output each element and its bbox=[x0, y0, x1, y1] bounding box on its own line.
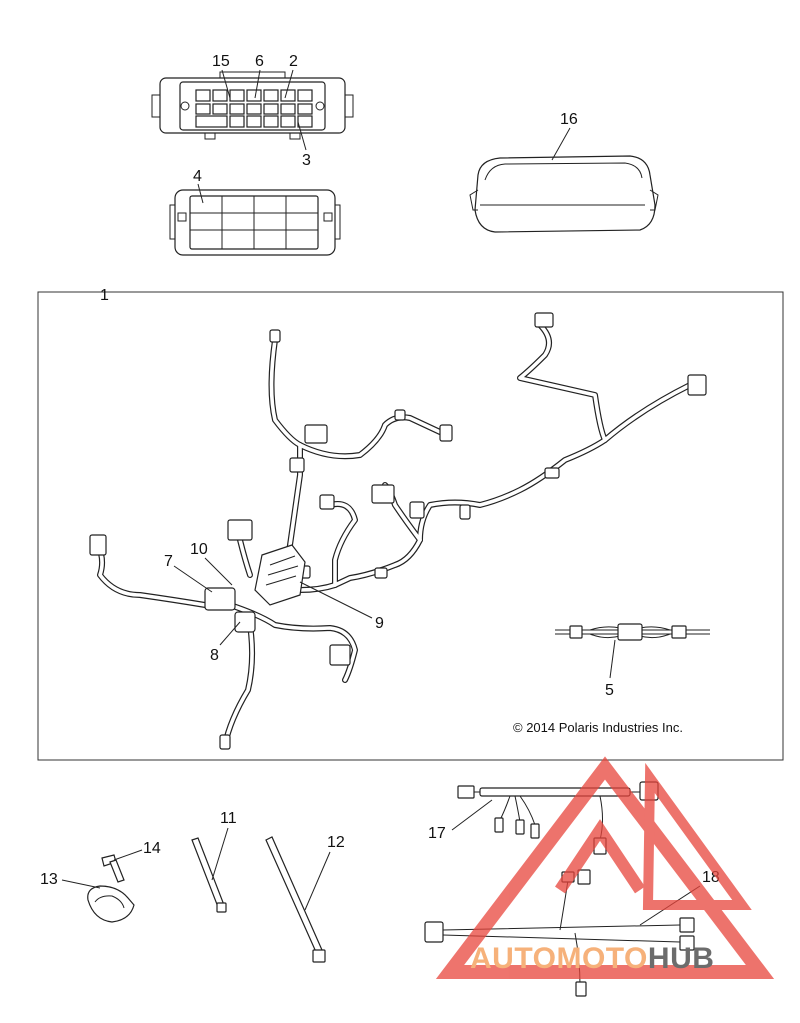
svg-text:15: 15 bbox=[212, 53, 230, 70]
svg-text:4: 4 bbox=[193, 168, 202, 185]
callout-3: 3 bbox=[297, 121, 311, 169]
svg-text:12: 12 bbox=[327, 834, 345, 851]
fuse-box-label bbox=[169, 189, 341, 256]
copyright-notice: © 2014 Polaris Industries Inc. bbox=[513, 720, 683, 735]
callout-9: 9 bbox=[299, 581, 384, 632]
callout-2: 2 bbox=[284, 53, 298, 99]
svg-text:8: 8 bbox=[210, 647, 219, 664]
svg-text:14: 14 bbox=[143, 840, 161, 857]
svg-text:10: 10 bbox=[190, 541, 208, 558]
watermark-text: AUTOMOTOHUB bbox=[470, 942, 714, 975]
svg-text:AUTOMOTOHUB: AUTOMOTOHUB bbox=[470, 942, 714, 975]
watermark-part-moto: MOTO bbox=[556, 942, 647, 975]
svg-text:17: 17 bbox=[428, 825, 446, 842]
svg-text:2: 2 bbox=[289, 53, 298, 70]
callout-13: 13 bbox=[40, 871, 101, 889]
svg-text:1: 1 bbox=[100, 287, 109, 304]
cable-tie-11 bbox=[191, 837, 227, 913]
clamp-13 bbox=[87, 885, 135, 923]
main-wiring-harness bbox=[89, 312, 707, 750]
callout-12: 12 bbox=[304, 834, 345, 911]
callout-16: 16 bbox=[551, 111, 578, 161]
svg-text:13: 13 bbox=[40, 871, 58, 888]
svg-text:5: 5 bbox=[605, 682, 614, 699]
screw-14 bbox=[101, 854, 125, 883]
fuse-box-top bbox=[151, 71, 354, 140]
harness-frame bbox=[37, 291, 784, 761]
svg-text:11: 11 bbox=[220, 810, 237, 827]
watermark-logo bbox=[435, 756, 775, 979]
callout-8: 8 bbox=[210, 621, 241, 664]
callout-7: 7 bbox=[164, 553, 213, 593]
callout-1: 1 bbox=[100, 287, 109, 304]
watermark-part-auto: AUTO bbox=[470, 942, 556, 975]
callout-15: 15 bbox=[212, 53, 231, 99]
jumper-harness-5 bbox=[555, 623, 710, 641]
watermark-part-hub: HUB bbox=[648, 942, 715, 975]
callout-14: 14 bbox=[113, 840, 161, 861]
svg-text:9: 9 bbox=[375, 615, 384, 632]
callout-10: 10 bbox=[190, 541, 233, 586]
svg-text:6: 6 bbox=[255, 53, 264, 70]
callout-6: 6 bbox=[254, 53, 264, 99]
svg-text:7: 7 bbox=[164, 553, 173, 570]
relay-box-assembly bbox=[204, 544, 306, 633]
svg-text:16: 16 bbox=[560, 111, 578, 128]
callout-5: 5 bbox=[605, 639, 616, 699]
callout-11: 11 bbox=[211, 810, 237, 881]
callout-4: 4 bbox=[193, 168, 204, 204]
svg-text:3: 3 bbox=[302, 152, 311, 169]
cable-tie-12 bbox=[265, 836, 326, 963]
cover-16 bbox=[469, 155, 659, 233]
callout-17: 17 bbox=[428, 799, 493, 842]
